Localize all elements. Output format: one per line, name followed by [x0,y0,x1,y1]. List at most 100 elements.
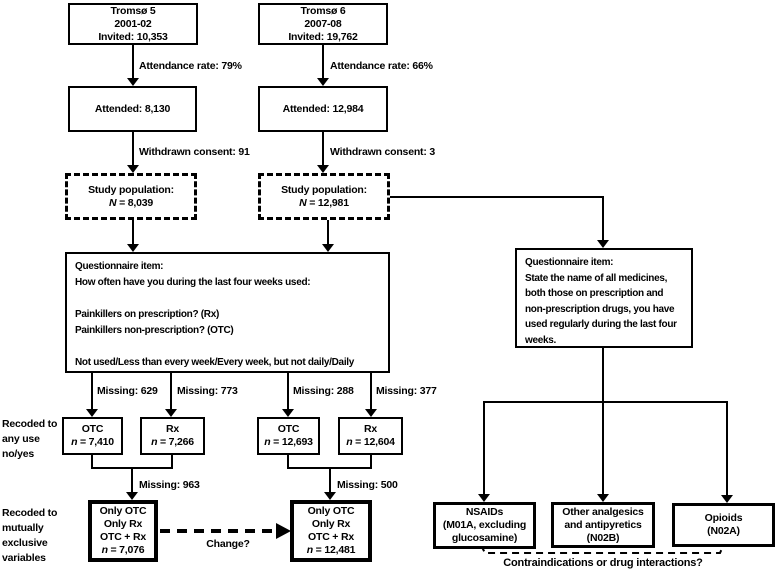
final-n: n = 12,481 [307,544,356,557]
cohort-invited: Invited: 19,762 [288,30,358,43]
n-symbol: N [108,196,117,209]
dashed-bracket [480,543,725,554]
opioids-box: Opioids (N02A) [672,503,775,547]
arrow-to-rx6 [365,373,377,417]
side-label-line: mutually [2,522,44,534]
contraindications-label: Contraindications or drug interactions? [503,557,703,569]
category-line: Only Rx [311,518,351,530]
otc-label: OTC [277,423,300,435]
side-label-line: no/yes [2,448,35,460]
rx-label: Rx [363,423,378,435]
side-label-line: exclusive [2,537,48,549]
rx6-box: Rx n = 12,604 [338,417,403,455]
drug-group-line: NSAIDs [465,506,504,518]
side-label-line: Recoded to [2,507,58,519]
n-number: = 7,076 [107,544,145,556]
split-arrows-to-drug-groups [478,348,733,503]
arrow-to-rx5 [165,373,177,417]
attendance-rate5-label: Attendance rate: 79% [139,60,242,72]
n-number: = 7,266 [157,436,194,448]
merge-arrow-to-final6 [287,455,372,500]
questionnaire-line: How often have you during the last four … [75,277,311,288]
study-population-label: Study population: [88,183,174,196]
n-symbol: n [264,436,271,448]
final-n: n = 7,076 [102,544,145,557]
missing-final6-label: Missing: 500 [337,479,398,491]
drug-group-line: (N02A) [707,525,740,537]
arrow-to-otc6 [282,373,294,417]
study-population6-box: Study population: N = 12,981 [258,173,390,220]
n-number: = 8,039 [116,196,154,209]
arrow-attended6-to-study [317,132,329,173]
questionnaire-line: Painkillers on prescription? (Rx) [75,309,220,320]
rx-n: n = 7,266 [151,436,194,449]
category-line: OTC + Rx [308,531,354,543]
nsaids-box: NSAIDs (M01A, excluding glucosamine) [433,502,536,549]
merge-arrow-to-final5 [91,455,173,500]
questionnaire-body: State the name of all medicines, both th… [525,272,677,346]
rx-n: n = 12,604 [346,436,395,449]
attended-count: Attended: 12,984 [282,102,364,115]
n-number: = 12,604 [352,436,395,448]
questionnaire-line: Painkillers non-prescription? (OTC) [75,325,234,336]
arrow-to-otc5 [86,373,98,417]
cohort-period: 2007-08 [304,17,342,30]
n-symbol: n [346,436,353,448]
questionnaire-medicines-box: Questionnaire item: State the name of al… [515,248,693,348]
drug-group-line: glucosamine) [451,532,518,544]
other-analgesics-box: Other analgesics and antipyretics (N02B) [551,502,655,548]
n-number: = 12,981 [306,196,349,209]
only-otc-rx5-box: Only OTC Only Rx OTC + Rx n = 7,076 [88,500,158,562]
side-label-line: variables [2,552,46,564]
otc-n: n = 12,693 [264,436,313,449]
side-label-line: Recoded to [2,418,58,430]
withdrawn6-label: Withdrawn consent: 3 [330,146,435,158]
attended6-box: Attended: 12,984 [258,86,388,132]
n-symbol: n [101,544,108,556]
attended-count: Attended: 8,130 [94,102,171,115]
otc5-box: OTC n = 7,410 [62,417,123,455]
study-population5-box: Study population: N = 8,039 [65,173,197,220]
n-number: = 12,481 [312,544,356,556]
side-label-line: any use [2,433,40,445]
n-symbol: n [151,436,158,448]
drug-group-line: Other analgesics [562,505,644,518]
category-line: OTC + Rx [100,531,146,543]
tromso6-box: Tromsø 6 2007-08 Invited: 19,762 [258,3,388,45]
n-symbol: n [306,544,313,556]
tromso5-box: Tromsø 5 2001-02 Invited: 10,353 [68,3,198,45]
questionnaire-heading: Questionnaire item: [75,261,164,272]
drug-group-line: (N02B) [586,531,620,544]
cohort-invited: Invited: 10,353 [98,30,168,43]
arrow-study5-to-questionnaire [127,220,139,252]
study-population-n: N = 12,981 [299,197,349,210]
missing-final5-label: Missing: 963 [139,479,200,491]
n-number: = 7,410 [77,436,114,448]
drug-group-line: (M01A, excluding [442,519,527,531]
attended5-box: Attended: 8,130 [68,86,197,132]
attendance-rate6-label: Attendance rate: 66% [330,60,433,72]
study-population-n: N = 8,039 [109,197,153,210]
recoded-mutually-exclusive-label: Recoded to mutually exclusive variables [2,506,57,566]
otc-label: OTC [81,423,104,435]
otc-n: n = 7,410 [71,436,114,449]
otc6-box: OTC n = 12,693 [257,417,320,455]
questionnaire-painkillers-box: Questionnaire item: How often have you d… [65,252,390,373]
only-otc-rx6-box: Only OTC Only Rx OTC + Rx n = 12,481 [290,500,372,562]
cohort-period: 2001-02 [114,17,152,30]
category-line: Only OTC [307,505,355,517]
category-line: Only Rx [103,518,143,530]
withdrawn5-label: Withdrawn consent: 91 [139,146,250,158]
drug-group-line: Opioids [704,512,743,524]
cohort-name: Tromsø 5 [110,4,156,17]
recoded-any-use-label: Recoded to any use no/yes [2,417,57,462]
drug-group-line: and antipyretics [564,518,642,531]
missing-otc6-label: Missing: 288 [293,385,354,397]
arrow-tromso6-to-attended [317,45,329,86]
missing-rx5-label: Missing: 773 [177,385,238,397]
missing-otc5-label: Missing: 629 [97,385,158,397]
rx-label: Rx [165,423,180,435]
arrow-study6-to-medicines-questionnaire [390,196,609,248]
